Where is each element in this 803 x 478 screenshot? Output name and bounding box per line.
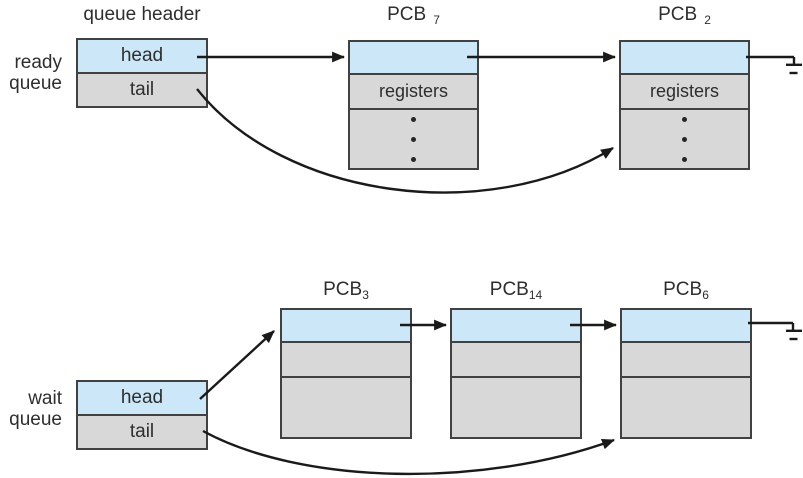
pcb2-link-cell: [621, 42, 748, 75]
pcb3-body-cell: [282, 378, 410, 437]
pcb3-band-cell: [282, 343, 410, 378]
wait-queue-tail-cell: tail: [78, 416, 206, 448]
pcb7-registers-cell: registers: [350, 75, 477, 110]
pcb6-label: PCB6: [620, 279, 752, 302]
pcb7-subscript: 7: [433, 13, 440, 27]
pcb2-registers-cell: registers: [621, 75, 748, 110]
ready-queue-head-cell: head: [78, 40, 206, 74]
pcb6-box: [620, 308, 752, 439]
pcb2-title: PCB: [658, 4, 698, 25]
pcb2-label: PCB 2: [619, 4, 750, 27]
pcb14-subscript: 14: [528, 288, 543, 302]
pcb7-box: registers: [348, 40, 479, 170]
pcb6-null-pointer-ground-icon: [786, 323, 802, 341]
pcb14-body-cell: [452, 378, 580, 437]
pcb6-subscript: 6: [702, 288, 709, 302]
pcb2-subscript: 2: [704, 13, 711, 27]
pcb3-subscript: 3: [362, 288, 369, 302]
wait-queue-label-line2: queue: [9, 409, 62, 430]
pcb2-null-pointer-ground-icon: [786, 57, 802, 75]
wait-head-to-pcb3-arrow: [199, 330, 275, 400]
pcb2-box: registers: [619, 40, 750, 170]
pcb3-label: PCB3: [280, 279, 412, 302]
pcb7-label: PCB 7: [348, 4, 479, 27]
wait-queue-head-cell: head: [78, 382, 206, 416]
pcb2-ellipsis-dots: [621, 110, 748, 168]
wait-queue-label-line1: wait: [28, 388, 62, 409]
pcb6-band-cell: [622, 343, 750, 378]
pcb7-link-cell: [350, 42, 477, 75]
pcb7-title: PCB: [387, 4, 427, 25]
queue-header-label: queue header: [83, 4, 201, 25]
pcb14-band-cell: [452, 343, 580, 378]
pcb6-body-cell: [622, 378, 750, 437]
pcb14-link-cell: [452, 310, 580, 343]
ready-queue-label: ready queue: [0, 52, 62, 94]
pcb3-box: [280, 308, 412, 439]
ready-queue-label-line1: ready: [14, 52, 62, 73]
pcb14-label: PCB14: [450, 279, 582, 302]
pcb3-title: PCB: [323, 279, 363, 300]
ready-queue-tail-cell: tail: [78, 74, 206, 106]
pcb6-title: PCB: [663, 279, 703, 300]
pcb14-box: [450, 308, 582, 439]
pcb7-ellipsis-dots: [350, 110, 477, 168]
wait-queue-header-box: head tail: [76, 380, 208, 450]
ready-queue-label-line2: queue: [9, 73, 62, 94]
wait-queue-label: wait queue: [0, 388, 62, 430]
pcb3-link-cell: [282, 310, 410, 343]
ready-queue-header-box: head tail: [76, 38, 208, 108]
pcb6-link-cell: [622, 310, 750, 343]
pcb14-title: PCB: [489, 279, 529, 300]
